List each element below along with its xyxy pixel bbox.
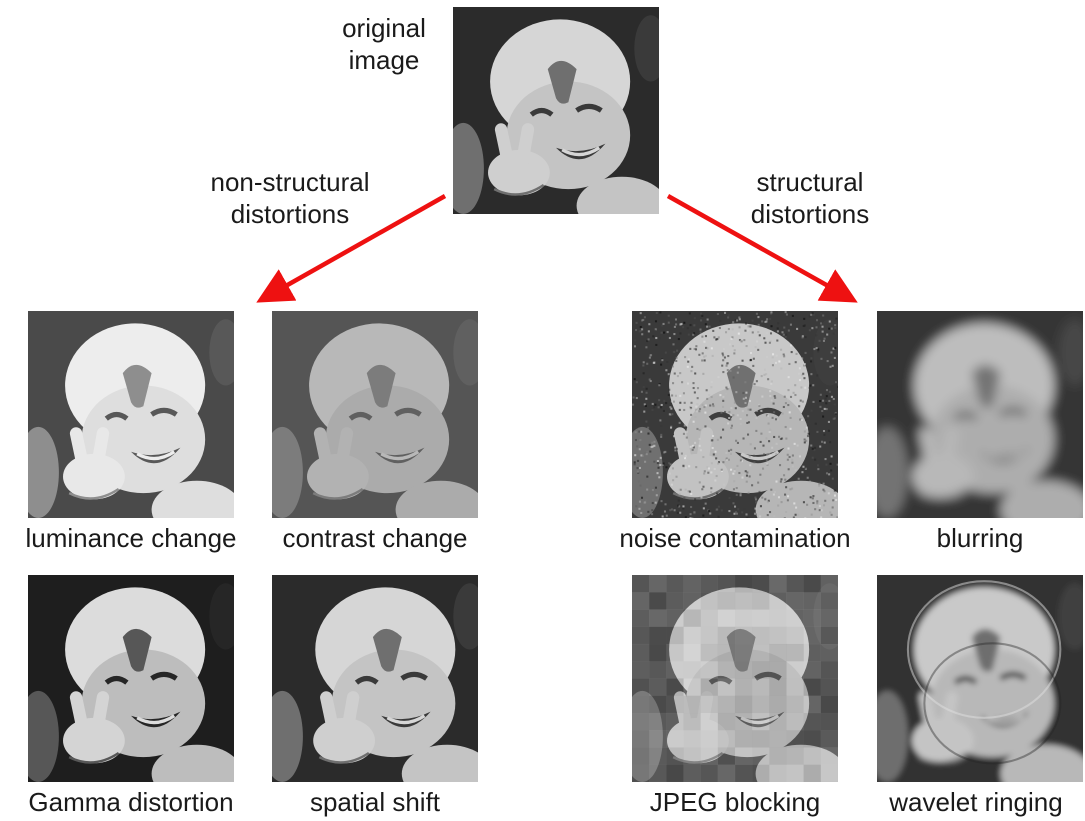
structural-heading-line2: distortions bbox=[750, 199, 870, 229]
jpeg-blocking-image bbox=[632, 575, 838, 782]
spatial-shift-label: spatial shift bbox=[309, 787, 441, 817]
non-structural-heading: non-structural distortions bbox=[184, 166, 396, 230]
contrast-change-image bbox=[272, 311, 478, 518]
structural-arrow bbox=[666, 194, 858, 303]
wavelet-ringing-label: wavelet ringing bbox=[889, 787, 1063, 817]
noise-contamination-image bbox=[632, 311, 838, 518]
non-structural-heading-line1: non-structural bbox=[210, 167, 370, 197]
original-label-line2: image bbox=[348, 45, 420, 75]
photo-graphic bbox=[877, 575, 1083, 782]
original-label-line1: original bbox=[342, 13, 426, 43]
non-structural-arrow bbox=[256, 194, 447, 303]
blurring-image bbox=[877, 311, 1083, 518]
spatial-shift-image bbox=[272, 575, 478, 782]
non-structural-heading-line2: distortions bbox=[230, 199, 350, 229]
blurring-label: blurring bbox=[936, 523, 1024, 553]
photo-graphic bbox=[28, 575, 234, 782]
original-image-label: original image bbox=[318, 12, 450, 76]
photo-graphic bbox=[272, 311, 478, 518]
jpeg-blocking-label: JPEG blocking bbox=[649, 787, 821, 817]
luminance-change-image bbox=[28, 311, 234, 518]
luminance-change-label: luminance change bbox=[25, 523, 237, 553]
photo-graphic bbox=[453, 7, 659, 214]
photo-graphic bbox=[632, 575, 838, 782]
gamma-distortion-image bbox=[28, 575, 234, 782]
photo-graphic bbox=[877, 311, 1083, 518]
structural-heading-line1: structural bbox=[756, 167, 864, 197]
photo-graphic bbox=[632, 311, 838, 518]
original-image bbox=[453, 7, 659, 214]
gamma-distortion-label: Gamma distortion bbox=[28, 787, 234, 817]
photo-graphic bbox=[272, 575, 478, 782]
wavelet-ringing-image bbox=[877, 575, 1083, 782]
photo-graphic bbox=[28, 311, 234, 518]
noise-contamination-label: noise contamination bbox=[619, 523, 851, 553]
structural-heading: structural distortions bbox=[712, 166, 908, 230]
contrast-change-label: contrast change bbox=[282, 523, 468, 553]
